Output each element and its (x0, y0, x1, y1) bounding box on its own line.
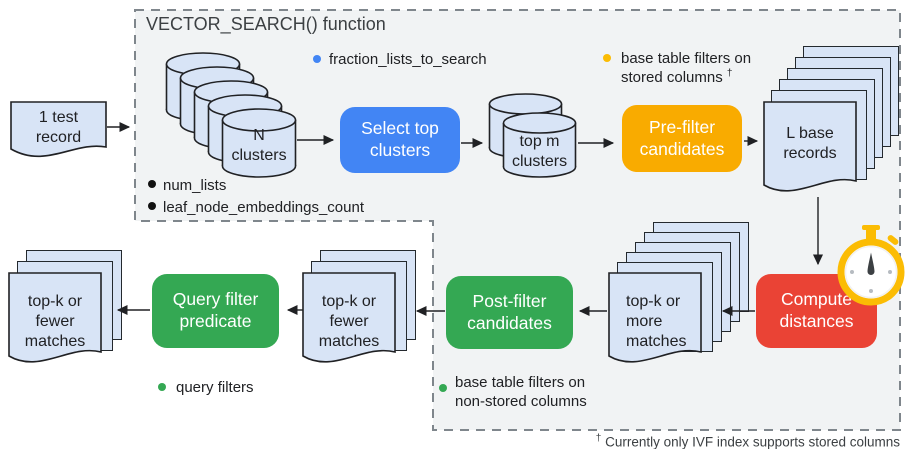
top-k-fewer-out-label: top-k or fewer matches (24, 293, 86, 350)
leaf-node-bullet-label: leaf_node_embeddings_count (163, 199, 364, 216)
fraction-lists-bullet-label: fraction_lists_to_search (329, 51, 487, 68)
dagger-mark: † (595, 433, 602, 444)
fraction-lists-bullet-icon (313, 55, 321, 63)
l-base-records-document-icon (763, 101, 857, 192)
stored-filters-bullet-icon (603, 54, 611, 62)
top-k-more-label: top-k or more matches (626, 293, 687, 350)
l-base-records-label: L base records (783, 125, 837, 162)
non-stored-filters-bullet-icon (439, 384, 447, 392)
query-filters-bullet-icon (158, 383, 166, 391)
top-k-fewer-mid-label: top-k or fewer matches (318, 293, 380, 350)
cluster-cylinder-icon (221, 108, 297, 178)
top-k-more-document-icon (608, 272, 702, 363)
top-k-fewer-output-document-icon (8, 272, 102, 363)
stopwatch-icon (837, 225, 905, 306)
post-filter-candidates-step: Post-filter candidates (446, 276, 573, 349)
test-record-label: 1 test record (35, 109, 82, 146)
compute-distances-step: Compute distances (756, 274, 877, 348)
top-m-clusters-label: top m clusters (511, 133, 568, 170)
non-stored-filters-bullet-label: base table filters on non-stored columns (455, 374, 587, 411)
num-lists-bullet-label: num_lists (163, 177, 227, 194)
dagger-mark: † (726, 68, 733, 80)
pre-filter-candidates-step: Pre-filter candidates (622, 105, 742, 172)
top-k-fewer-document-icon (302, 272, 396, 363)
diagram-title: VECTOR_SEARCH() function (146, 14, 386, 34)
footnote: † Currently only IVF index supports stor… (595, 433, 900, 449)
query-filters-bullet-label: query filters (176, 379, 254, 396)
leaf-node-bullet-icon (148, 202, 156, 210)
query-filter-predicate-step: Query filter predicate (152, 274, 279, 348)
cluster-cylinder-icon (502, 112, 577, 178)
test-record-document-icon (10, 101, 107, 158)
select-top-clusters-step: Select top clusters (340, 107, 460, 173)
n-clusters-label: N clusters (231, 127, 287, 164)
num-lists-bullet-icon (148, 180, 156, 188)
stored-filters-bullet-label: base table filters on stored columns † (621, 50, 752, 87)
